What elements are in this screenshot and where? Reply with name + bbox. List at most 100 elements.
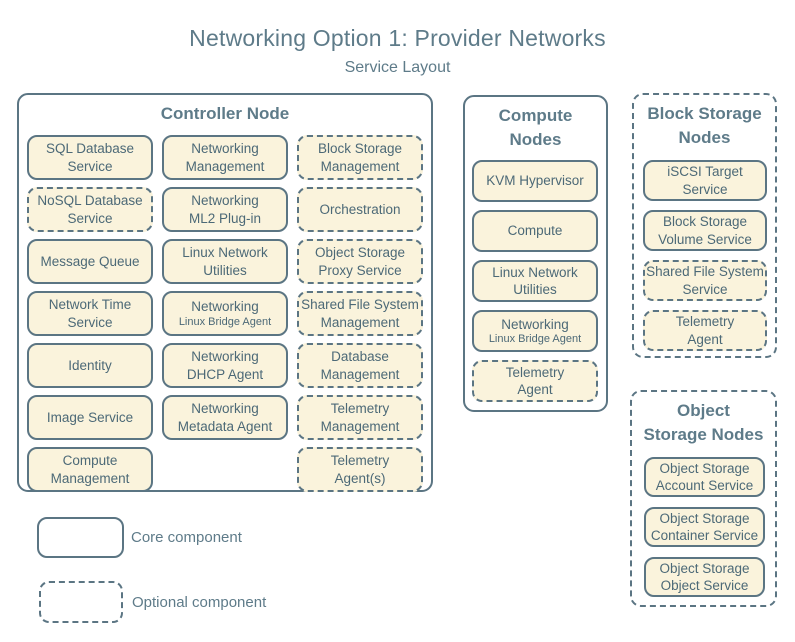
service-box-label: Object Storage [659, 510, 750, 526]
service-box-label: Service [67, 210, 113, 226]
legend-optional-label: Optional component [132, 594, 267, 611]
object-storage-nodes-panel: Object Storage Nodes Object Storage Acco… [630, 390, 777, 607]
service-box-label: Networking [191, 193, 259, 209]
service-box-label: Telemetry [505, 364, 565, 380]
service-box-label: Management [320, 158, 400, 174]
service-box-label: Network Time [48, 297, 132, 313]
compute-nodes-heading-label: Compute [498, 106, 573, 125]
object-storage-nodes-heading-label: Storage Nodes [643, 424, 764, 444]
block-storage-nodes-stack: iSCSI Target Service Block Storage Volum… [643, 160, 767, 351]
service-box-shared-file-system-service: Shared File System Service [643, 260, 767, 301]
service-box-networking-linux-bridge-agent-compute: Networking Linux Bridge Agent [472, 310, 598, 352]
block-storage-nodes-heading-label: Nodes [678, 127, 731, 147]
service-box-linux-network-utilities: Linux Network Utilities [162, 239, 288, 284]
service-box-label: NoSQL Database [37, 193, 143, 209]
service-box-label: Utilities [513, 282, 557, 297]
service-box-block-storage-volume-service: Block Storage Volume Service [643, 210, 767, 251]
service-box-label: Object Storage [314, 245, 406, 261]
controller-node-panel: Controller Node SQL Database Service Net… [17, 93, 433, 492]
service-box-label: Block Storage [317, 141, 403, 157]
service-box-database-management: Database Management [297, 343, 423, 388]
service-box-networking-metadata-agent: Networking Metadata Agent [162, 395, 288, 440]
service-box-label: iSCSI Target [667, 164, 743, 180]
service-box-label: Networking [191, 401, 259, 417]
service-box-label: Networking [501, 316, 569, 332]
service-box-orchestration: Orchestration [297, 187, 423, 232]
service-box-label: Linux Network [492, 264, 578, 280]
service-box-label: Account Service [655, 478, 754, 493]
service-box-label: KVM Hypervisor [486, 173, 584, 189]
service-box-label: Database [331, 349, 389, 365]
service-box-kvm-hypervisor: KVM Hypervisor [472, 160, 598, 202]
service-box-label: Object Storage [659, 460, 750, 476]
service-box-label: Networking [191, 299, 259, 315]
service-box-label: Management [50, 470, 130, 486]
service-box-label: Utilities [203, 262, 247, 278]
service-box-object-storage-container-service: Object Storage Container Service [644, 507, 765, 547]
object-storage-nodes-heading: Object Storage Nodes [632, 399, 775, 447]
grid-spacer [162, 447, 288, 492]
service-box-label: Management [320, 366, 400, 382]
service-box-label: DHCP Agent [186, 366, 264, 382]
service-box-networking-ml2-plugin: Networking ML2 Plug-in [162, 187, 288, 232]
block-storage-nodes-heading-label: Block Storage [647, 104, 762, 123]
service-box-label: Service [67, 314, 113, 330]
controller-node-heading: Controller Node [19, 102, 431, 126]
service-box-telemetry-agent-compute: Telemetry Agent [472, 360, 598, 402]
service-box-label: Image Service [46, 409, 134, 425]
service-box-compute-management: Compute Management [27, 447, 153, 492]
service-box-label: ML2 Plug-in [188, 210, 262, 226]
controller-node-heading-label: Controller Node [160, 104, 290, 123]
service-box-image-service: Image Service [27, 395, 153, 440]
service-box-label: Orchestration [319, 201, 401, 217]
service-box-telemetry-management: Telemetry Management [297, 395, 423, 440]
service-box-label: Telemetry [330, 401, 390, 417]
service-box-label: Metadata Agent [177, 418, 273, 434]
service-box-object-storage-account-service: Object Storage Account Service [644, 457, 765, 497]
service-box-label: Networking [191, 141, 259, 157]
service-box-networking-linux-bridge-agent: Networking Linux Bridge Agent [162, 291, 288, 336]
service-box-block-storage-management: Block Storage Management [297, 135, 423, 180]
service-box-compute: Compute [472, 210, 598, 252]
controller-node-grid: SQL Database Service Networking Manageme… [27, 135, 423, 492]
page-title: Networking Option 1: Provider Networks [189, 25, 606, 51]
service-box-label: Volume Service [658, 231, 752, 247]
service-box-label: Networking [191, 349, 259, 365]
compute-nodes-stack: KVM Hypervisor Compute Linux Network Uti… [472, 160, 598, 402]
service-box-label: Service [67, 158, 113, 174]
compute-nodes-panel: Compute Nodes KVM Hypervisor Compute Lin… [463, 95, 608, 412]
service-box-shared-file-system-management: Shared File System Management [297, 291, 423, 336]
service-box-sql-database-service: SQL Database Service [27, 135, 153, 180]
service-box-label: Agent [687, 331, 723, 347]
service-box-identity: Identity [27, 343, 153, 388]
page-subtitle: Service Layout [344, 59, 451, 76]
service-box-telemetry-agents: Telemetry Agent(s) [297, 447, 423, 492]
service-box-label: Telemetry [675, 314, 735, 330]
service-box-message-queue: Message Queue [27, 239, 153, 284]
service-box-label: Service [682, 181, 728, 197]
service-box-label: Management [185, 158, 265, 174]
service-box-label: Object Storage [659, 560, 750, 576]
service-box-label: Container Service [650, 528, 759, 543]
service-box-label: Linux Network [182, 245, 268, 261]
service-box-label: Compute [62, 453, 118, 469]
legend-core-label: Core component [131, 529, 242, 546]
service-box-label: Agent [517, 382, 553, 397]
service-box-object-storage-proxy-service: Object Storage Proxy Service [297, 239, 423, 284]
service-box-networking-dhcp-agent: Networking DHCP Agent [162, 343, 288, 388]
legend-core-swatch [37, 517, 124, 558]
service-box-networking-management: Networking Management [162, 135, 288, 180]
service-box-linux-network-utilities-compute: Linux Network Utilities [472, 260, 598, 302]
service-box-label: Block Storage [662, 214, 748, 230]
service-box-iscsi-target-service: iSCSI Target Service [643, 160, 767, 201]
service-box-label: Management [320, 418, 400, 434]
compute-nodes-heading: Compute Nodes [465, 104, 606, 152]
service-box-label: Management [320, 314, 400, 330]
service-box-label: SQL Database [45, 141, 135, 157]
service-box-label: Service [682, 281, 728, 297]
service-box-sublabel: Linux Bridge Agent [178, 315, 272, 328]
service-box-label: Agent(s) [334, 470, 386, 486]
legend-optional-swatch [39, 581, 123, 623]
compute-nodes-heading-label: Nodes [509, 129, 562, 149]
